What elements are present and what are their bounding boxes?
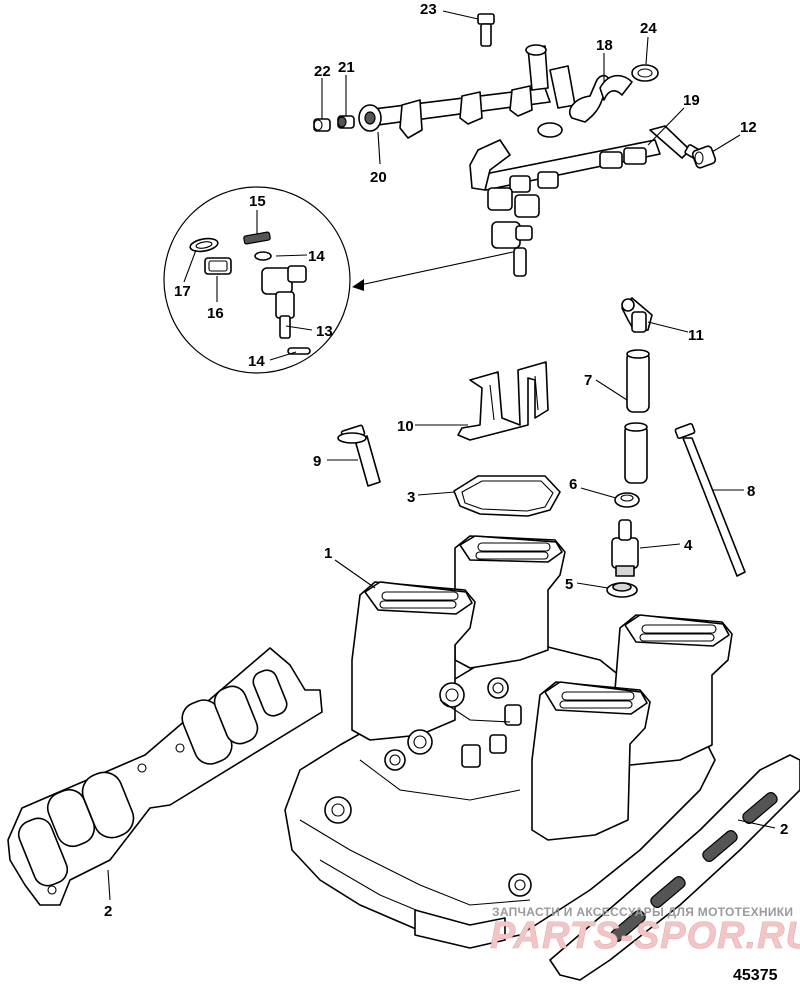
hose-18 [568, 74, 633, 123]
callout-4: 4 [684, 537, 693, 554]
bolt-23 [477, 13, 495, 47]
injector-detail-view [163, 186, 351, 374]
callout-19: 19 [683, 92, 700, 109]
injector-13 [261, 265, 307, 339]
detail-arrow [359, 251, 514, 286]
left-intake-gasket [7, 647, 323, 906]
callout-14-upper: 14 [308, 248, 325, 265]
watermark: ЗАПЧАСТИ И АКСЕССУАРЫ ДЛЯ МОТОТЕХНИКИ PA… [490, 905, 800, 957]
valve-assembly-4 [611, 519, 639, 577]
callout-15: 15 [249, 193, 266, 210]
cap-22 [313, 118, 331, 132]
callout-23: 23 [420, 1, 437, 18]
cap-12 [691, 145, 717, 169]
callout-9: 9 [313, 453, 321, 470]
intake-manifold [284, 535, 733, 949]
long-bolt-8 [674, 422, 746, 577]
callout-6: 6 [569, 476, 577, 493]
bolt-9 [337, 424, 381, 487]
callout-10: 10 [397, 418, 414, 435]
grommet-6 [614, 492, 640, 508]
callout-22: 22 [314, 63, 331, 80]
callout-16: 16 [207, 305, 224, 322]
callout-2-right: 2 [780, 821, 788, 838]
clamp-24 [631, 64, 659, 82]
callout-3: 3 [407, 489, 415, 506]
watermark-caption: ЗАПЧАСТИ И АКСЕССУАРЫ ДЛЯ МОТОТЕХНИКИ [492, 905, 793, 919]
elbow-fitting-11 [621, 297, 653, 333]
leader-lines [107, 10, 776, 901]
bracket-10 [457, 361, 549, 441]
callout-2-left: 2 [104, 903, 112, 920]
callout-8: 8 [747, 483, 755, 500]
watermark-brand: PARTS-SPOR.RU [490, 915, 800, 957]
right-intake-gasket [549, 754, 800, 981]
callout-14-lower: 14 [248, 353, 265, 370]
callout-13: 13 [316, 323, 333, 340]
retainer-15 [243, 231, 271, 245]
o-ring-17 [189, 237, 219, 253]
callout-18: 18 [596, 37, 613, 54]
clamp-small [537, 122, 563, 138]
callout-labels: 1 2 2 3 4 5 6 7 8 9 10 11 12 13 14 14 15… [104, 1, 788, 920]
grommet-5 [606, 582, 638, 598]
callout-20: 20 [370, 169, 387, 186]
single-injector [491, 221, 533, 277]
callout-24: 24 [640, 20, 657, 37]
fuel-rail-20 [358, 44, 576, 139]
hose-7 [624, 349, 650, 484]
callout-12: 12 [740, 119, 757, 136]
cap-21 [337, 115, 355, 129]
callout-1: 1 [324, 545, 332, 562]
fuel-rail-19 [469, 125, 702, 218]
detail-arrow-head [352, 279, 364, 291]
clip-16 [204, 257, 232, 275]
callout-7: 7 [584, 372, 592, 389]
injector-cluster [487, 147, 647, 218]
callout-11: 11 [688, 327, 704, 344]
o-ring-14-upper [254, 251, 272, 261]
figure-number: 45375 [733, 967, 778, 984]
throttle-gasket-3 [453, 475, 561, 517]
callout-17: 17 [174, 283, 191, 300]
callout-5: 5 [565, 576, 573, 593]
callout-21: 21 [338, 59, 355, 76]
